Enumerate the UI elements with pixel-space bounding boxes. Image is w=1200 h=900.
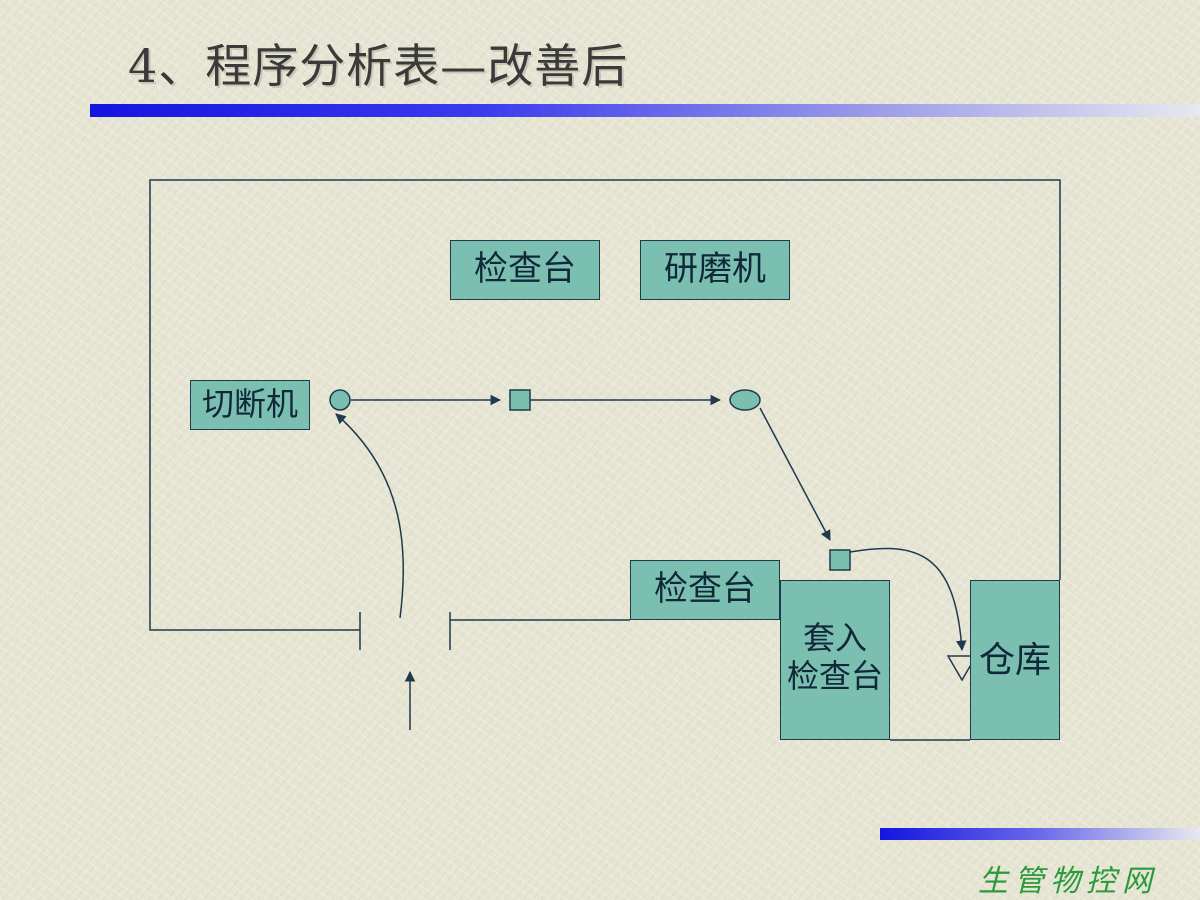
title-accent-bar: [90, 104, 1200, 117]
sleeve-label-line1: 套入: [802, 619, 867, 657]
flow-arrow-to-inspection-2: [759, 407, 831, 541]
flow-arrow-to-storage: [849, 547, 967, 652]
sleeve-label-line2: 检查台: [786, 657, 883, 695]
cutter-label: 切断机: [201, 385, 298, 423]
cutter-box: 切断机: [190, 380, 310, 430]
warehouse-box: 仓库: [970, 580, 1060, 740]
footer-accent-bar: [880, 828, 1200, 840]
grinder-box: 研磨机: [640, 240, 790, 300]
storage-symbol-triangle: [946, 655, 978, 682]
inspection-symbol-square: [509, 389, 531, 411]
inspection-table-bottom-label: 检查台: [654, 569, 756, 609]
flow-arrow-to-cutting: [335, 413, 405, 619]
inspection-table-top: 检查台: [450, 240, 600, 300]
operation-symbol-circle: [329, 389, 351, 411]
inspection-table-bottom: 检查台: [630, 560, 780, 620]
page-title: 4、程序分析表—改善后: [128, 39, 629, 93]
grinder-label: 研磨机: [664, 249, 766, 289]
operation-symbol-ellipse: [729, 389, 761, 411]
site-logo: 生管物控网: [978, 864, 1158, 899]
factory-wall: [149, 179, 1061, 631]
inspection-symbol-square-2: [829, 549, 851, 571]
warehouse-label: 仓库: [978, 640, 1051, 681]
inspection-table-top-label: 检查台: [474, 249, 576, 289]
sleeve-inspection-box: 套入 检查台: [780, 580, 890, 740]
